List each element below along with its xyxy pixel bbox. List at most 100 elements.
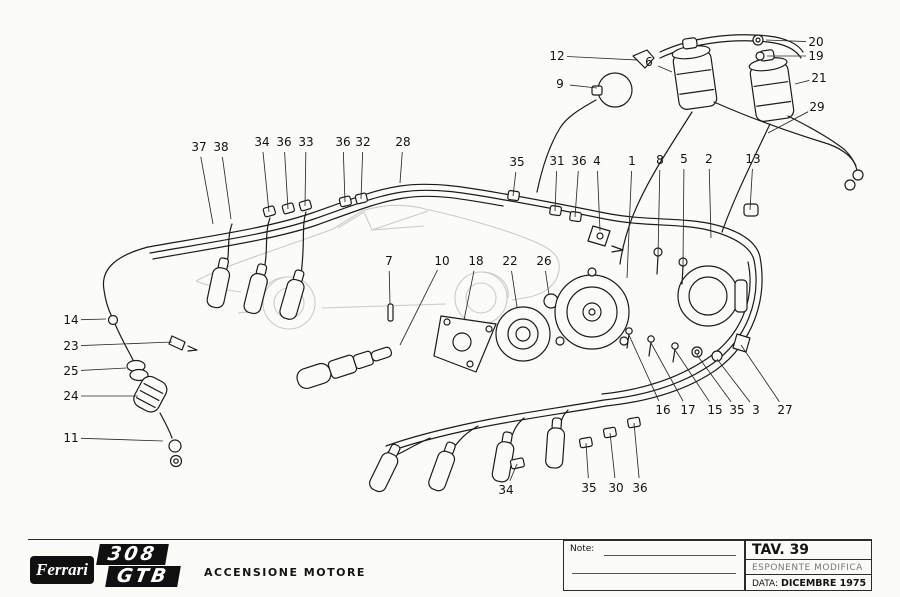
callout-8: 8 [656, 153, 664, 167]
leader-line-26 [545, 270, 550, 296]
leader-line-35 [585, 442, 589, 479]
callout-35: 35 [581, 481, 596, 495]
callout-9: 9 [556, 77, 564, 91]
leader-line-35 [512, 171, 517, 197]
leader-line-28 [399, 151, 403, 184]
leader-line-14 [80, 318, 107, 321]
leader-line-29 [767, 111, 809, 134]
leader-line-4 [597, 170, 601, 232]
distributor-part-1 [554, 274, 630, 350]
callout-29: 29 [809, 100, 824, 114]
callout-18: 18 [468, 254, 483, 268]
note-blank-line-1 [604, 555, 736, 556]
callout-20: 20 [808, 35, 823, 49]
bracket-part-27 [732, 333, 751, 353]
condenser-part-9 [597, 72, 633, 108]
bracket-part-4 [587, 225, 611, 247]
date-row: DATA: DICEMBRE 1975 [746, 575, 871, 590]
distributor-assembly [433, 225, 630, 373]
leader-line-5 [682, 168, 685, 267]
tav-number: TAV. 39 [746, 541, 871, 560]
small-sender-parts [296, 303, 394, 390]
clip-part-23 [168, 335, 186, 351]
note-box: Note: [563, 540, 745, 591]
esponente-modifica: ESPONENTE MODIFICA [746, 560, 871, 575]
leader-line-16 [628, 334, 660, 402]
callout-27: 27 [777, 403, 792, 417]
leader-line-38 [221, 156, 232, 220]
callout-26: 26 [536, 254, 551, 268]
callout-6: 6 [645, 55, 653, 69]
leader-line-34 [509, 463, 518, 481]
leader-line-15 [674, 349, 710, 402]
leader-line-27 [740, 344, 780, 402]
cylindrical-connector-part-10 [296, 346, 393, 390]
callout-17: 17 [680, 403, 695, 417]
leader-line-36 [633, 422, 640, 479]
leader-line-17 [650, 342, 684, 402]
leader-line-33 [304, 151, 307, 207]
callout-35: 35 [509, 155, 524, 169]
ignition-coil-2 [748, 49, 795, 122]
leader-line-23 [80, 341, 173, 347]
nut-part-20 [752, 34, 764, 46]
callout-4: 4 [593, 154, 601, 168]
leader-line-31 [554, 170, 558, 212]
drawing-title: ACCENSIONE MOTORE [204, 566, 366, 579]
callout-38: 38 [213, 140, 228, 154]
left-cable-assembly [102, 246, 198, 468]
leader-line-13 [749, 168, 753, 211]
date-value: DICEMBRE 1975 [780, 578, 867, 589]
hardware-row [625, 327, 751, 363]
gasket-part-18 [433, 315, 497, 373]
leader-line-20 [765, 39, 807, 43]
date-label: DATA: [752, 579, 779, 589]
leader-line-7 [388, 270, 391, 305]
ignition-wiring-diagram: 3738343633363228353136418521312962019212… [63, 34, 864, 497]
note-blank-line-2 [572, 573, 736, 574]
coil-assembly [591, 34, 864, 191]
leader-line-1 [626, 170, 632, 279]
leader-line-25 [80, 367, 127, 371]
callout-36: 36 [276, 135, 291, 149]
leader-line-8 [657, 169, 661, 257]
callout-24: 24 [63, 389, 78, 403]
callout-11: 11 [63, 431, 78, 445]
leader-line-10 [399, 269, 438, 346]
callout-34: 34 [254, 135, 269, 149]
callout-2: 2 [705, 152, 713, 166]
callout-33: 33 [298, 135, 313, 149]
spark-plug-boots-lower [369, 417, 566, 493]
callout-5: 5 [680, 152, 688, 166]
secondary-distributor [653, 247, 748, 327]
module-part-2 [677, 265, 739, 327]
leader-line-34 [262, 151, 270, 213]
washer-part-19 [755, 51, 765, 61]
leader-line-37 [200, 156, 214, 225]
leader-line-6 [658, 65, 673, 73]
footer-rule [28, 539, 872, 540]
ferrari-logo: Ferrari [30, 556, 94, 584]
ignition-coil-1 [671, 37, 718, 110]
callout-23: 23 [63, 339, 78, 353]
callout-31: 31 [549, 154, 564, 168]
callout-15: 15 [707, 403, 722, 417]
callout-37: 37 [191, 140, 206, 154]
callout-22: 22 [502, 254, 517, 268]
callout-10: 10 [434, 254, 449, 268]
leader-line-2 [708, 168, 712, 239]
note-label: Note: [570, 544, 595, 554]
model-gtb: GTB [105, 565, 181, 587]
callout-28: 28 [395, 135, 410, 149]
callout-14: 14 [63, 313, 78, 327]
leader-line-36 [342, 151, 346, 203]
callout-1: 1 [628, 154, 636, 168]
callout-21: 21 [811, 71, 826, 85]
leader-line-32 [360, 151, 364, 200]
brand-text: Ferrari [36, 560, 88, 579]
callout-25: 25 [63, 364, 78, 378]
leader-line-35 [696, 354, 732, 403]
housing-part-22 [495, 306, 551, 362]
